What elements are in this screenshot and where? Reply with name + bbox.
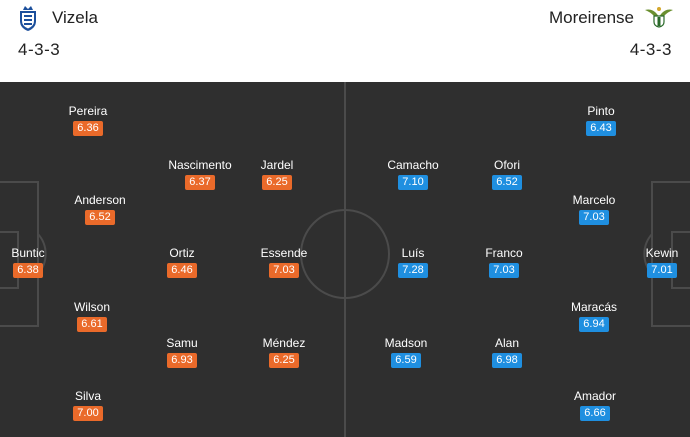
home-player-df2[interactable]: Anderson 6.52: [55, 193, 145, 225]
away-player-df1[interactable]: Pinto 6.43: [556, 104, 646, 136]
away-player-fw3[interactable]: Madson 6.59: [361, 336, 451, 368]
player-rating: 6.25: [269, 353, 299, 368]
vizela-crest-icon[interactable]: [18, 6, 38, 32]
player-name: Essende: [260, 246, 308, 260]
player-name: Jardel: [260, 158, 294, 172]
home-player-gk[interactable]: Buntic 6.38: [0, 246, 73, 278]
center-circle: [300, 209, 390, 299]
player-rating: 7.03: [489, 263, 519, 278]
player-rating: 6.98: [492, 353, 522, 368]
player-name: Marcelo: [572, 193, 616, 207]
player-name: Pinto: [587, 104, 615, 118]
player-rating: 7.03: [269, 263, 299, 278]
player-rating: 7.01: [647, 263, 677, 278]
home-penalty-box: [0, 181, 39, 327]
home-goal-area: [0, 231, 19, 289]
player-name: Maracás: [570, 300, 617, 314]
player-name: Madson: [384, 336, 428, 350]
away-penalty-box: [651, 181, 690, 327]
home-player-fw3[interactable]: Méndez 6.25: [239, 336, 329, 368]
away-player-gk[interactable]: Kewin 7.01: [617, 246, 690, 278]
away-team-name[interactable]: Moreirense: [548, 8, 634, 27]
player-name: Camacho: [387, 158, 439, 172]
home-player-mf3[interactable]: Samu 6.93: [137, 336, 227, 368]
player-name: Luís: [401, 246, 425, 260]
player-name: Anderson: [74, 193, 126, 207]
player-rating: 6.66: [580, 406, 610, 421]
away-player-df2[interactable]: Marcelo 7.03: [549, 193, 639, 225]
home-formation: 4-3-3: [18, 40, 61, 59]
player-rating: 6.93: [167, 353, 197, 368]
away-goal-area: [671, 231, 690, 289]
away-player-mf2[interactable]: Franco 7.03: [459, 246, 549, 278]
player-rating: 6.36: [73, 121, 103, 136]
home-player-df4[interactable]: Silva 7.00: [43, 389, 133, 421]
player-rating: 6.52: [85, 210, 115, 225]
away-player-df4[interactable]: Amador 6.66: [550, 389, 640, 421]
away-player-mf3[interactable]: Alan 6.98: [462, 336, 552, 368]
away-player-mf1[interactable]: Ofori 6.52: [462, 158, 552, 190]
player-rating: 6.52: [492, 175, 522, 190]
player-rating: 6.59: [391, 353, 421, 368]
home-player-df1[interactable]: Pereira 6.36: [43, 104, 133, 136]
player-name: Pereira: [68, 104, 108, 118]
player-name: Samu: [166, 336, 198, 350]
player-rating: 6.61: [77, 317, 107, 332]
player-name: Silva: [74, 389, 101, 403]
player-name: Ofori: [493, 158, 520, 172]
pitch: Buntic 6.38 Pereira 6.36 Anderson 6.52 W…: [0, 82, 690, 437]
player-name: Kewin: [645, 246, 679, 260]
player-rating: 7.00: [73, 406, 103, 421]
player-rating: 7.10: [398, 175, 428, 190]
player-name: Alan: [494, 336, 520, 350]
player-rating: 6.25: [262, 175, 292, 190]
away-player-fw2[interactable]: Luís 7.28: [368, 246, 458, 278]
away-player-df3[interactable]: Maracás 6.94: [549, 300, 639, 332]
player-rating: 6.43: [586, 121, 616, 136]
player-rating: 6.37: [185, 175, 215, 190]
away-formation: 4-3-3: [629, 40, 672, 59]
player-rating: 7.28: [398, 263, 428, 278]
player-name: Amador: [573, 389, 617, 403]
player-name: Ortiz: [169, 246, 195, 260]
player-rating: 7.03: [579, 210, 609, 225]
home-player-fw1[interactable]: Jardel 6.25: [232, 158, 322, 190]
player-name: Nascimento: [168, 158, 232, 172]
player-rating: 6.38: [13, 263, 43, 278]
player-name: Buntic: [11, 246, 45, 260]
player-name: Méndez: [262, 336, 306, 350]
home-team-name[interactable]: Vizela: [52, 8, 98, 27]
home-player-fw2[interactable]: Essende 7.03: [239, 246, 329, 278]
player-rating: 6.94: [579, 317, 609, 332]
home-player-mf1[interactable]: Nascimento 6.37: [155, 158, 245, 190]
home-player-df3[interactable]: Wilson 6.61: [47, 300, 137, 332]
match-header: Vizela 4-3-3 Moreirense 4-3-3: [0, 0, 690, 80]
home-player-mf2[interactable]: Ortiz 6.46: [137, 246, 227, 278]
away-player-fw1[interactable]: Camacho 7.10: [368, 158, 458, 190]
player-name: Wilson: [73, 300, 110, 314]
player-rating: 6.46: [167, 263, 197, 278]
moreirense-crest-icon[interactable]: [644, 6, 674, 28]
player-name: Franco: [485, 246, 523, 260]
